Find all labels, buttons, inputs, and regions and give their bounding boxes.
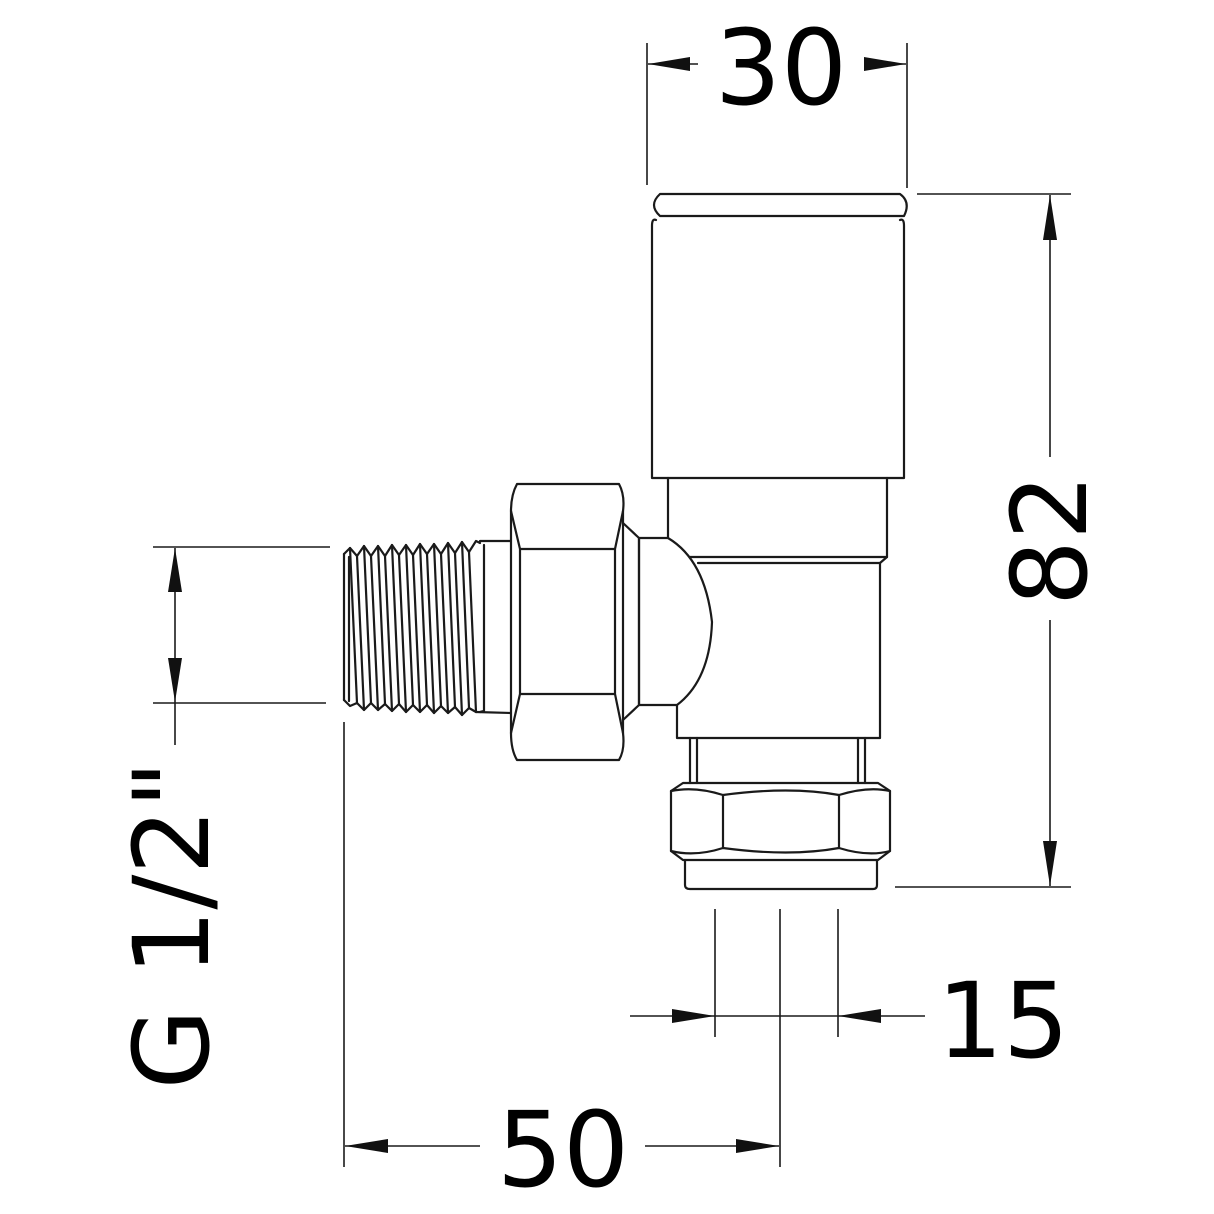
dimension-label-thread: G 1/2" [111,761,233,1090]
union-chamfer [621,521,641,722]
dimension-horizontal-reach: 50 [343,722,781,1211]
dimension-label-50: 50 [497,1089,629,1211]
dimension-overall-height: 82 [895,193,1111,888]
dimension-thread-size: G 1/2" [111,546,330,1090]
dimension-head-width: 30 [646,7,908,188]
dimension-pipe-diameter: 15 [630,909,1069,1082]
dimension-label-30: 30 [715,7,847,129]
valve-neck [666,476,889,565]
head-cap-ring [652,192,908,218]
valve-main-body [675,555,889,740]
dimension-label-15: 15 [937,960,1069,1082]
threaded-tail [342,539,513,717]
union-dome [637,536,714,707]
valve-stem [688,736,867,785]
dimension-label-82: 82 [989,474,1111,606]
compression-nut [669,781,892,891]
valve-outline [342,192,908,891]
hex-nut [509,482,625,762]
head-body [650,218,906,480]
